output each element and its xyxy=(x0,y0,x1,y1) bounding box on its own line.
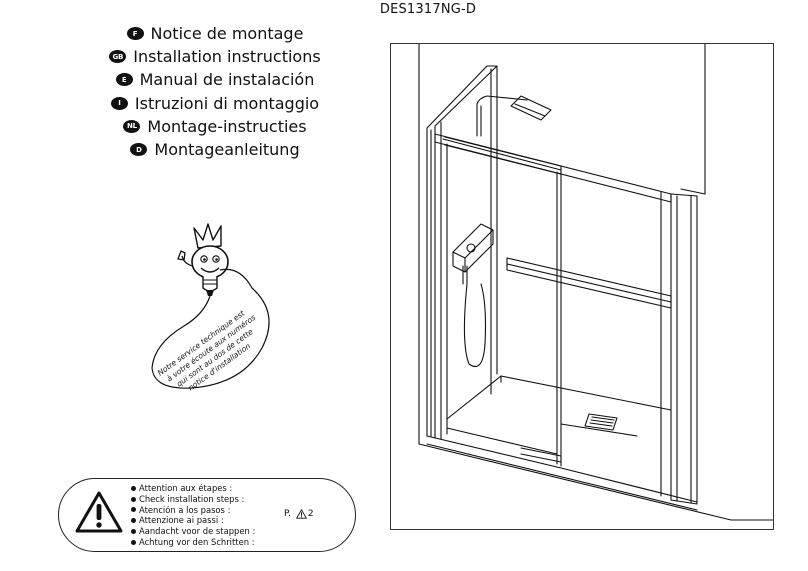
language-badge-fr: F xyxy=(126,27,144,41)
language-title-text: Istruzioni di montaggio xyxy=(134,93,320,113)
language-badge-gb: GB xyxy=(109,50,127,64)
language-badge-it: I xyxy=(110,96,128,110)
bullet-icon xyxy=(131,539,136,545)
language-title-de: D Montageanleitung xyxy=(70,138,360,161)
page-number: 2 xyxy=(307,509,314,519)
steps-notice-line: Aandacht voor de stappen : xyxy=(131,526,255,537)
language-title-list: F Notice de montage GB Installation instru… xyxy=(70,22,360,161)
language-title-text: Installation instructions xyxy=(133,47,321,67)
language-title-es: E Manual de instalación xyxy=(70,68,360,91)
steps-notice-line: Attenzione ai passi : xyxy=(131,515,255,526)
steps-notice-line: Attention aux étapes : xyxy=(131,483,255,494)
language-title-fr: F Notice de montage xyxy=(70,22,360,45)
language-title-text: Montage-instructies xyxy=(147,116,307,136)
steps-notice-line: Check installation steps : xyxy=(131,494,255,505)
steps-notice-box: Attention aux étapes : Check installatio… xyxy=(58,478,356,552)
mascot-lightbulb-icon: Notre service technique est à votre écou… xyxy=(151,223,270,392)
steps-notice-list: Attention aux étapes : Check installatio… xyxy=(131,483,255,548)
shower-door-drawing xyxy=(418,44,773,521)
language-badge-de: D xyxy=(130,143,148,157)
bullet-icon xyxy=(131,496,136,502)
small-warning-icon xyxy=(295,509,307,519)
language-badge-es: E xyxy=(115,73,133,87)
shower-drawing-frame xyxy=(390,43,774,530)
language-title-gb: GB Installation instructions xyxy=(70,45,360,68)
page-reference: P. 2 xyxy=(284,509,314,519)
steps-notice-line: Achtung vor den Schritten : xyxy=(131,537,255,548)
bullet-icon xyxy=(131,518,136,524)
steps-notice-line: Atención a los pasos : xyxy=(131,505,255,516)
language-title-text: Manual de instalación xyxy=(139,70,315,90)
language-title-text: Montageanleitung xyxy=(154,140,300,160)
warning-triangle-icon xyxy=(75,491,123,533)
model-code: DES1317NG-D xyxy=(379,2,477,17)
bullet-icon xyxy=(131,507,136,513)
page-prefix: P. xyxy=(284,509,291,519)
language-title-it: I Istruzioni di montaggio xyxy=(70,92,360,115)
bullet-icon xyxy=(131,485,136,491)
language-title-text: Notice de montage xyxy=(150,24,304,44)
language-title-nl: NL Montage-instructies xyxy=(70,115,360,138)
language-badge-nl: NL xyxy=(123,119,141,133)
bullet-icon xyxy=(131,529,136,535)
